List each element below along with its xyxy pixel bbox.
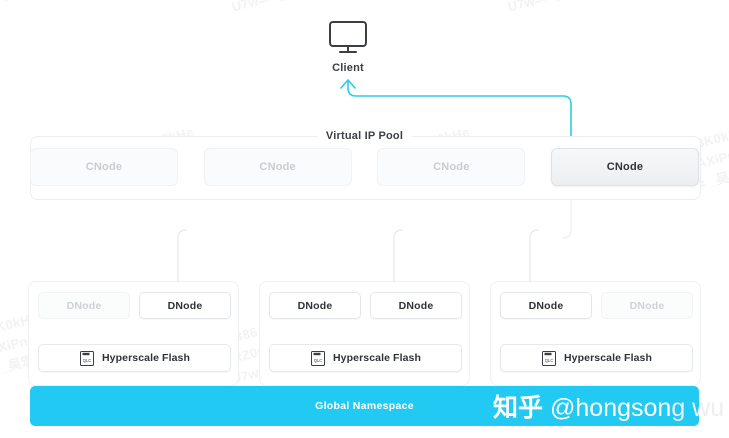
dnode-1-1-label: DNode bbox=[66, 299, 102, 312]
virtual-ip-pool-title: Virtual IP Pool bbox=[316, 130, 413, 142]
dnode-3-1-label: DNode bbox=[528, 299, 564, 312]
svg-text:QLC: QLC bbox=[314, 358, 323, 363]
hyperscale-flash-1-label: Hyperscale Flash bbox=[102, 352, 190, 364]
dnode-2-1[interactable]: DNode bbox=[269, 292, 361, 319]
cnode-1[interactable]: CNode bbox=[30, 148, 178, 186]
cnode-3[interactable]: CNode bbox=[377, 148, 526, 186]
dnode-group-2: DNode DNode QLC Hyperscale Flash bbox=[259, 281, 470, 386]
hyperscale-flash-3-label: Hyperscale Flash bbox=[564, 352, 652, 364]
hyperscale-flash-2-label: Hyperscale Flash bbox=[333, 352, 421, 364]
qlc-flash-chip-icon: QLC bbox=[542, 351, 556, 366]
client-node[interactable]: Client bbox=[312, 20, 384, 76]
dnode-2-2-label: DNode bbox=[398, 299, 434, 312]
dnode-2-1-label: DNode bbox=[297, 299, 333, 312]
watermark-tile: H9386_8K0kHeRZ0pAXiPn47TKU7w== _吴宏松 bbox=[0, 0, 66, 18]
dnode-2-2[interactable]: DNode bbox=[370, 292, 462, 319]
cnode-4-label: CNode bbox=[606, 161, 644, 173]
global-namespace-label: Global Namespace bbox=[315, 400, 414, 412]
qlc-flash-chip-icon: QLC bbox=[80, 351, 94, 366]
cnode-3-label: CNode bbox=[433, 161, 470, 173]
svg-text:QLC: QLC bbox=[545, 358, 554, 363]
dnode-group-1: DNode DNode QLC Hyperscale Flash bbox=[28, 281, 239, 386]
dnode-1-2[interactable]: DNode bbox=[139, 292, 231, 319]
watermark-tile: H9386_8K0kHeRZ0pAXiPn47TKU7w== _吴宏松 bbox=[216, 0, 342, 18]
svg-text:QLC: QLC bbox=[83, 358, 92, 363]
dnode-groups: DNode DNode QLC Hyperscale Flash DNode bbox=[28, 281, 701, 386]
dnode-1-2-label: DNode bbox=[167, 299, 203, 312]
global-namespace-bar: Global Namespace bbox=[30, 386, 699, 426]
dnode-row-1: DNode DNode bbox=[38, 292, 231, 319]
dnode-row-2: DNode DNode bbox=[269, 292, 462, 319]
cnode-1-label: CNode bbox=[85, 161, 123, 173]
qlc-flash-chip-icon: QLC bbox=[311, 351, 325, 366]
watermark-tile: H9386_8K0kHeRZ0pAXiPn47TKU7w== _吴宏松 bbox=[492, 0, 618, 18]
hyperscale-flash-3[interactable]: QLC Hyperscale Flash bbox=[500, 344, 693, 372]
hyperscale-flash-2[interactable]: QLC Hyperscale Flash bbox=[269, 344, 462, 372]
cnode-2-label: CNode bbox=[259, 161, 296, 173]
cnode-2[interactable]: CNode bbox=[203, 148, 352, 186]
monitor-icon bbox=[329, 21, 367, 53]
hyperscale-flash-1[interactable]: QLC Hyperscale Flash bbox=[38, 344, 231, 372]
cnode-4-active[interactable]: CNode bbox=[550, 148, 699, 186]
dnode-3-2-label: DNode bbox=[629, 299, 665, 312]
dnode-3-2[interactable]: DNode bbox=[601, 292, 693, 319]
dnode-group-3: DNode DNode QLC Hyperscale Flash bbox=[490, 281, 701, 386]
cnode-row: CNode CNode CNode CNode bbox=[30, 148, 699, 188]
dnode-3-1[interactable]: DNode bbox=[500, 292, 592, 319]
client-label: Client bbox=[332, 62, 364, 74]
dnode-row-3: DNode DNode bbox=[500, 292, 693, 319]
dnode-1-1[interactable]: DNode bbox=[38, 292, 130, 319]
